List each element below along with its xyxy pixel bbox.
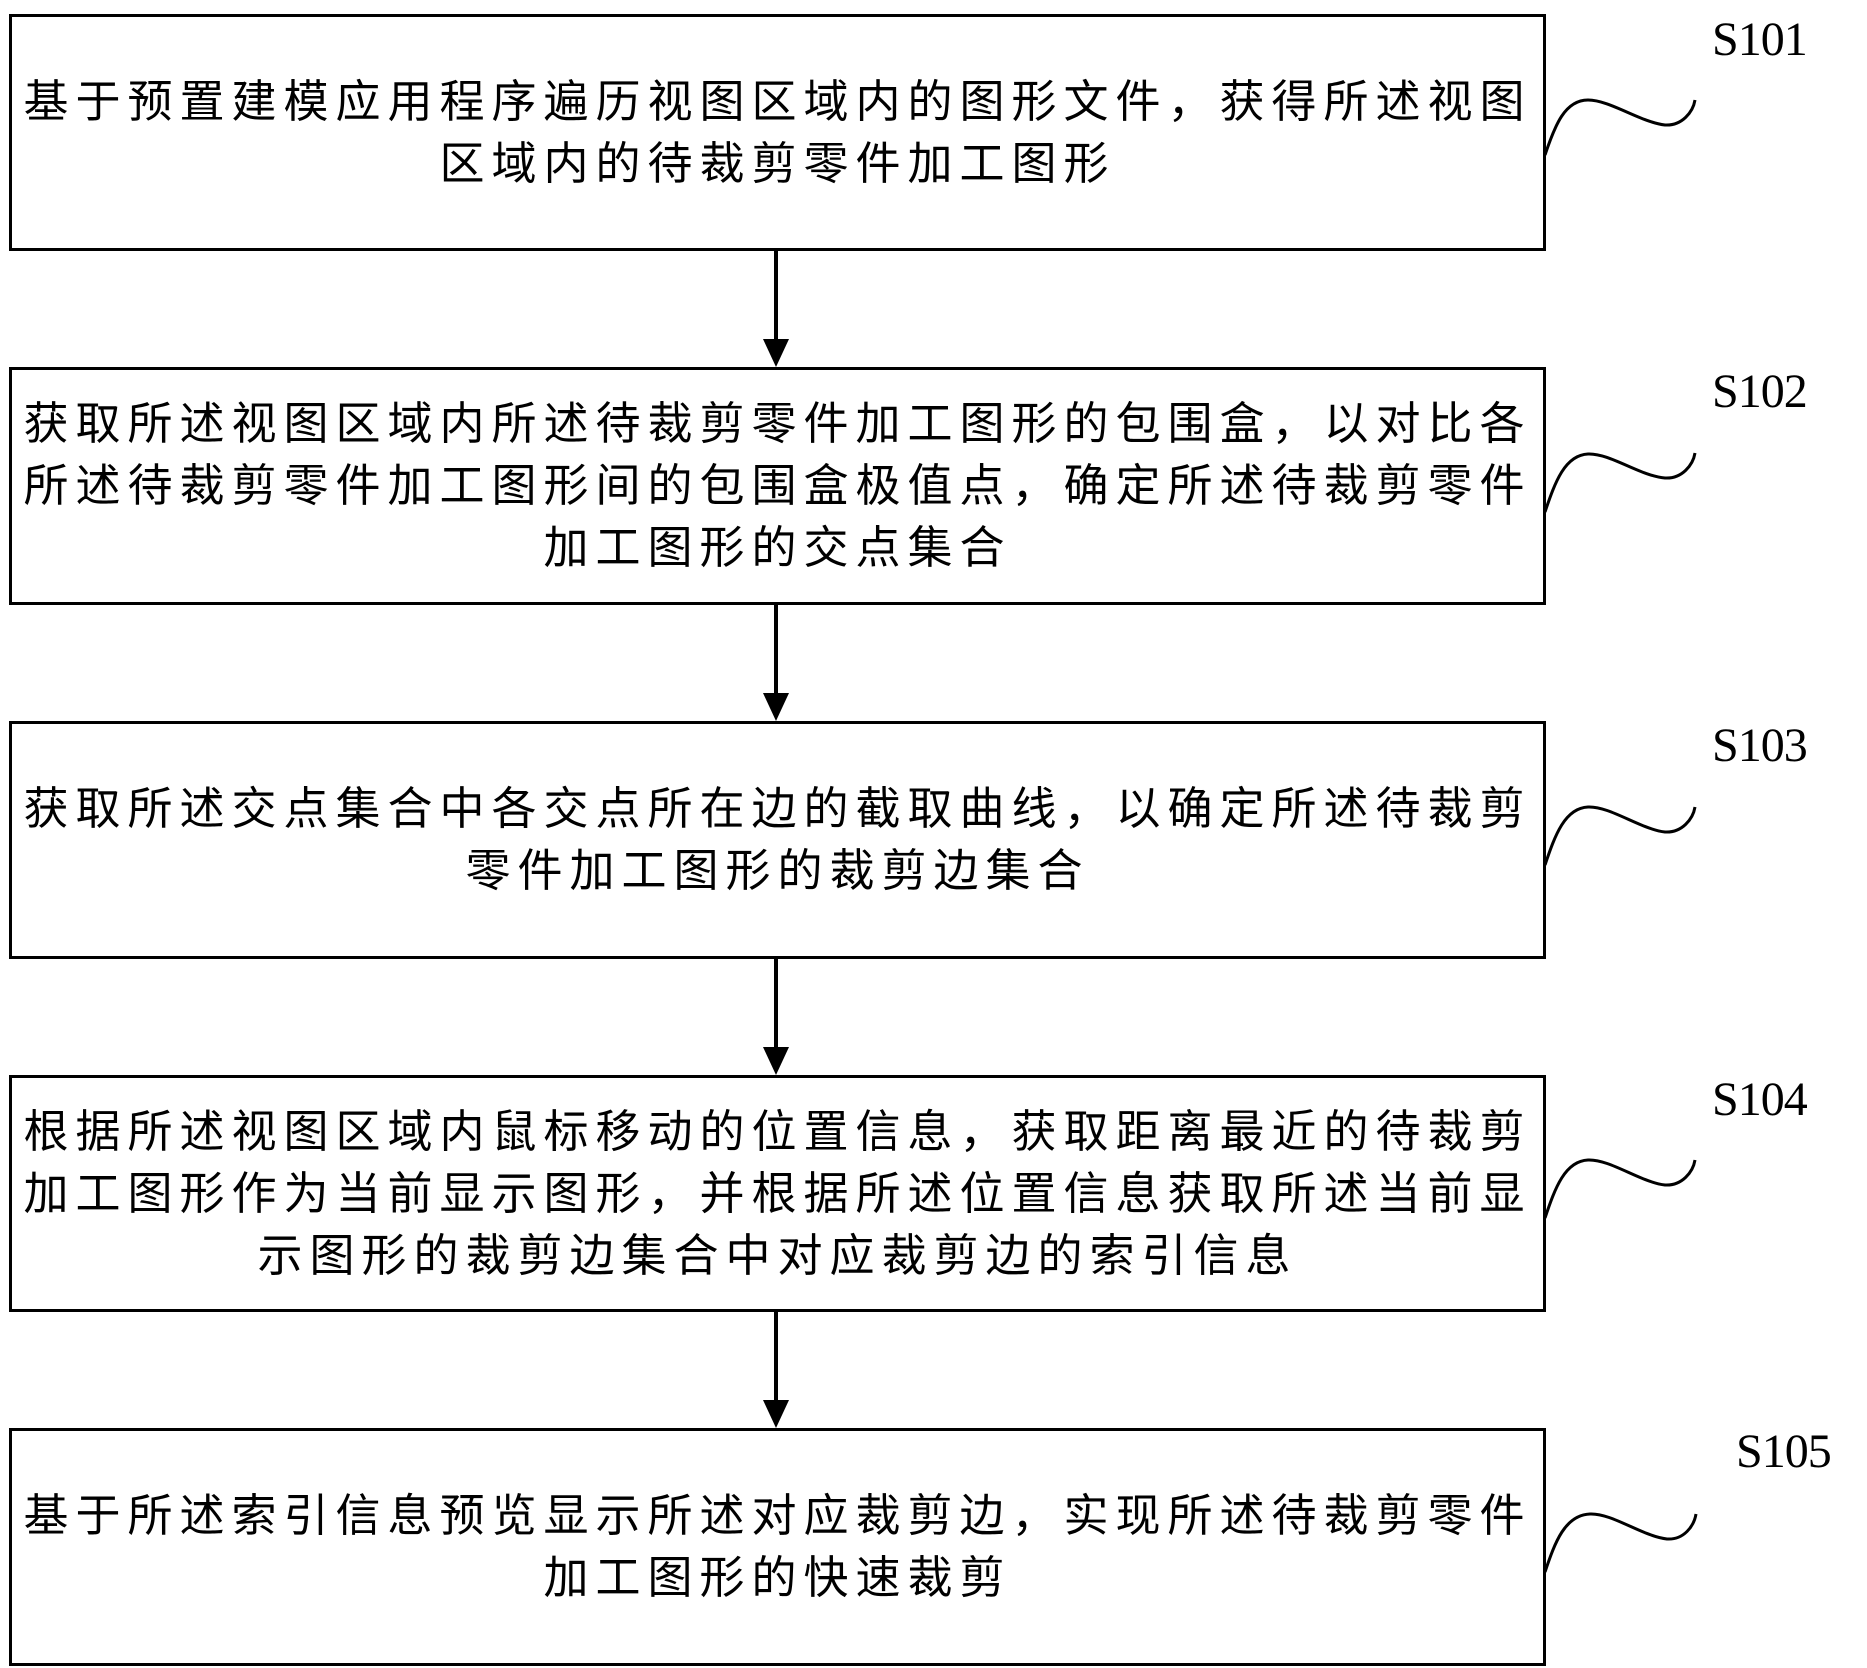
arrow-s101-s102: [763, 251, 789, 367]
leader-wave-s101: [1543, 98, 1697, 156]
step-label-s101: S101: [1712, 13, 1808, 66]
arrowhead-icon: [763, 339, 789, 367]
leader-wave-s104: [1543, 1158, 1697, 1219]
arrowhead-icon: [763, 1400, 789, 1428]
arrow-s102-s103: [763, 605, 789, 721]
leader-wave-s103: [1543, 805, 1697, 866]
step-text-s105: 基于所述索引信息预览显示所述对应裁剪边，实现所述待裁剪零件加工图形的快速裁剪: [23, 1489, 1532, 1604]
step-label-s105: S105: [1736, 1425, 1832, 1478]
arrow-s103-s104: [763, 959, 789, 1075]
arrowhead-icon: [763, 693, 789, 721]
step-label-s102: S102: [1712, 365, 1808, 418]
step-text-s104: 根据所述视图区域内鼠标移动的位置信息，获取距离最近的待裁剪加工图形作为当前显示图…: [23, 1104, 1532, 1282]
arrow-s104-s105: [763, 1312, 789, 1428]
step-label-s104: S104: [1712, 1073, 1808, 1126]
step-text-s103: 获取所述交点集合中各交点所在边的截取曲线，以确定所述待裁剪零件加工图形的裁剪边集…: [23, 782, 1532, 897]
step-box-s102: 获取所述视图区域内所述待裁剪零件加工图形的包围盒，以对比各所述待裁剪零件加工图形…: [9, 367, 1546, 605]
step-box-s104: 根据所述视图区域内鼠标移动的位置信息，获取距离最近的待裁剪加工图形作为当前显示图…: [9, 1075, 1546, 1312]
step-label-s103: S103: [1712, 719, 1808, 772]
step-box-s103: 获取所述交点集合中各交点所在边的截取曲线，以确定所述待裁剪零件加工图形的裁剪边集…: [9, 721, 1546, 959]
step-text-s102: 获取所述视图区域内所述待裁剪零件加工图形的包围盒，以对比各所述待裁剪零件加工图形…: [23, 397, 1532, 574]
leader-wave-s105: [1543, 1512, 1698, 1573]
arrowhead-icon: [763, 1047, 789, 1075]
step-box-s105: 基于所述索引信息预览显示所述对应裁剪边，实现所述待裁剪零件加工图形的快速裁剪: [9, 1428, 1546, 1666]
leader-wave-s102: [1543, 452, 1697, 513]
step-text-s101: 基于预置建模应用程序遍历视图区域内的图形文件，获得所述视图区域内的待裁剪零件加工…: [23, 74, 1532, 190]
step-box-s101: 基于预置建模应用程序遍历视图区域内的图形文件，获得所述视图区域内的待裁剪零件加工…: [9, 14, 1546, 251]
